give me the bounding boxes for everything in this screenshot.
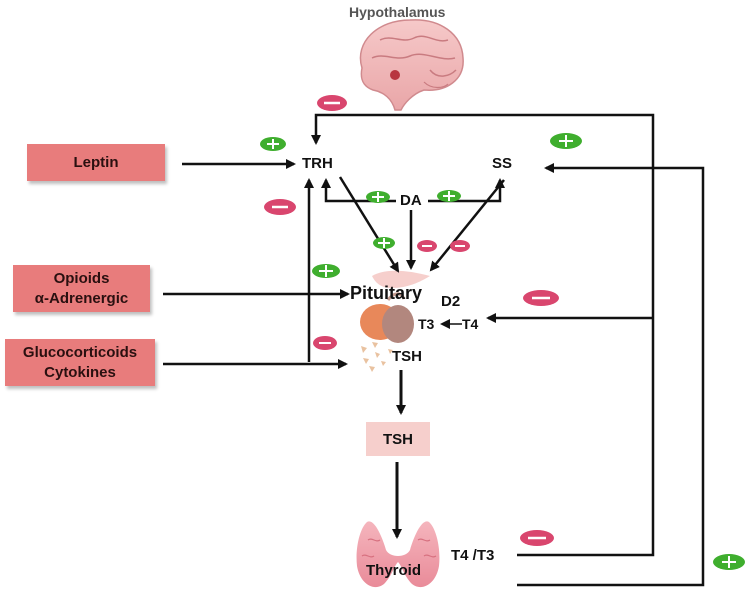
pituitary-label: Pituitary (350, 283, 423, 303)
leptin-label: Leptin (73, 153, 119, 171)
stimulatory-markers (260, 133, 745, 570)
opioids-adrenergic-box: Opioids α-Adrenergic (13, 265, 150, 312)
minus-icon (313, 336, 337, 350)
minus-icon (417, 240, 437, 252)
minus-icon (450, 240, 470, 252)
minus-icon (264, 199, 296, 215)
tsh-pituitary-label: TSH (392, 348, 422, 365)
pituitary-illustration (360, 270, 430, 343)
thyroid-label: Thyroid (366, 562, 421, 579)
cytokines-label: Cytokines (44, 363, 116, 381)
plus-icon (373, 237, 395, 249)
minus-icon (317, 95, 347, 111)
inhibitory-markers (264, 95, 559, 546)
plus-icon (260, 137, 286, 151)
plus-icon (312, 264, 340, 278)
hypothalamus-label: Hypothalamus (349, 4, 446, 20)
da-label: DA (400, 192, 422, 209)
opioids-label: Opioids (53, 270, 110, 287)
leptin-box: Leptin (27, 144, 165, 181)
plus-icon (550, 133, 582, 149)
t4-t3-label: T4 /T3 (451, 547, 495, 564)
glucocorticoids-cytokines-box: Glucocorticoids Cytokines (5, 339, 155, 386)
t3-label: T3 (418, 316, 435, 332)
plus-icon (713, 554, 745, 570)
brain-illustration (359, 19, 464, 111)
minus-icon (523, 290, 559, 306)
connector-lines (163, 113, 705, 587)
adrenergic-label: α-Adrenergic (34, 289, 129, 307)
t4-label: T4 (462, 316, 479, 332)
plus-icon (437, 190, 461, 202)
glucocorticoids-label: Glucocorticoids (22, 344, 138, 361)
minus-icon (520, 530, 554, 546)
ss-label: SS (492, 155, 513, 172)
tsh-box-label: TSH (383, 430, 413, 448)
thyroid-illustration (356, 521, 440, 588)
tsh-granules (361, 342, 393, 372)
trh-label: TRH (302, 155, 333, 172)
tsh-box: TSH (366, 422, 430, 456)
plus-icon (366, 191, 390, 203)
d2-label: D2 (441, 293, 461, 310)
